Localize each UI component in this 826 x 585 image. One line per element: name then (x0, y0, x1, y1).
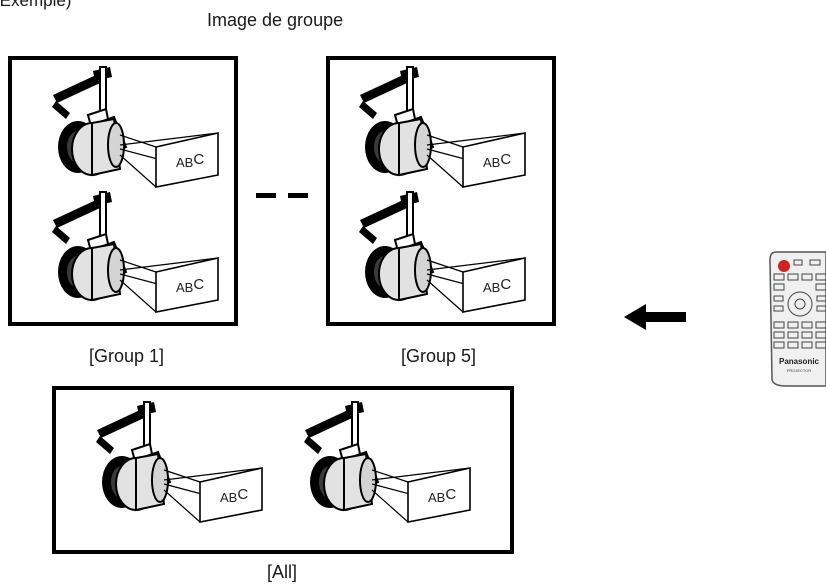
arrow-left-icon (624, 304, 686, 330)
group-5-label: [Group 5] (401, 346, 477, 366)
screen-text: ABC (483, 276, 511, 295)
projector-icon: ABC (355, 65, 535, 205)
ellipsis-dash (256, 193, 276, 198)
screen-text: ABC (176, 276, 204, 295)
svg-text:Panasonic: Panasonic (779, 357, 820, 366)
screen-text: ABC (220, 486, 248, 505)
projector-icon: ABC (48, 65, 228, 205)
all-label: [All] (267, 562, 298, 582)
ellipsis-dash (288, 193, 308, 198)
projector-icon: ABC (300, 400, 480, 540)
remote-control-icon: Panasonic PROJECTOR (769, 251, 826, 387)
diagram-title: Image de groupe (207, 10, 344, 30)
projector-icon: ABC (355, 190, 535, 330)
group-5-frame: ABC ABC (326, 56, 556, 326)
screen-text: ABC (428, 486, 456, 505)
projector-icon: ABC (48, 190, 228, 330)
group-1-frame: ABC ABC (8, 56, 238, 326)
screen-text: ABC (483, 151, 511, 170)
svg-text:PROJECTOR: PROJECTOR (787, 368, 812, 373)
screen-text: ABC (176, 151, 204, 170)
projector-icon: ABC (92, 400, 272, 540)
all-frame: ABC ABC (52, 386, 514, 554)
group-1-label: [Group 1] (89, 346, 165, 366)
top-caption: (Exemple) (0, 0, 72, 10)
